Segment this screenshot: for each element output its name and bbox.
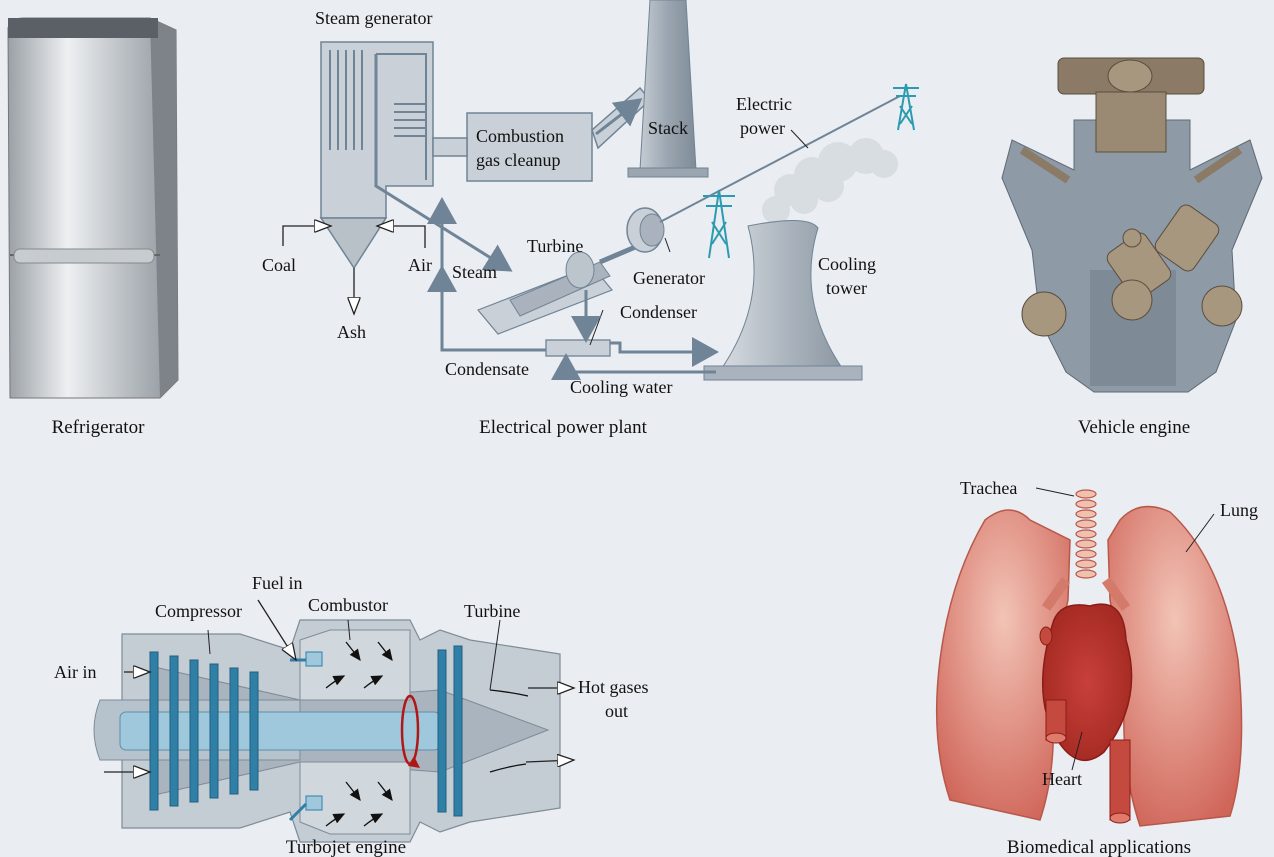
label-cooling-tower-line1: Cooling (818, 254, 876, 274)
label-trachea: Trachea (960, 478, 1017, 498)
label-stack: Stack (648, 118, 688, 138)
label-combustor: Combustor (308, 595, 388, 615)
vehicle-engine-caption: Vehicle engine (1078, 417, 1190, 438)
label-cooling-water: Cooling water (570, 377, 672, 397)
refrigerator-caption: Refrigerator (52, 417, 146, 438)
label-hot-gases-line1: Hot gases (578, 677, 649, 697)
label-combustion-line2: gas cleanup (476, 150, 560, 170)
steam-plume (762, 138, 898, 224)
label-cooling-tower-line2: tower (826, 278, 867, 298)
label-condensate: Condensate (445, 359, 529, 379)
label-air: Air (408, 255, 432, 275)
label-fuel-in: Fuel in (252, 573, 303, 593)
label-electric-line2: power (740, 118, 785, 138)
label-turbine: Turbine (527, 236, 583, 256)
biomedical-caption: Biomedical applications (1007, 837, 1191, 857)
label-ash: Ash (337, 322, 366, 342)
label-steam-generator: Steam generator (315, 8, 432, 28)
label-condenser: Condenser (620, 302, 697, 322)
biomedical-illustration (937, 490, 1242, 826)
label-electric-line1: Electric (736, 94, 792, 114)
label-coal: Coal (262, 255, 296, 275)
label-lung: Lung (1220, 500, 1258, 520)
turbojet-illustration (94, 600, 574, 842)
pylon-icon (893, 84, 919, 130)
label-compressor: Compressor (155, 601, 242, 621)
label-heart: Heart (1042, 769, 1082, 789)
pylon-icon (703, 190, 735, 258)
power-plant-caption: Electrical power plant (479, 417, 647, 438)
label-combustion-line1: Combustion (476, 126, 564, 146)
label-turbine-jet: Turbine (464, 601, 520, 621)
label-air-in: Air in (54, 662, 97, 682)
label-generator: Generator (633, 268, 705, 288)
label-steam: Steam (452, 262, 497, 282)
turbojet-caption: Turbojet engine (286, 837, 406, 857)
power-plant-illustration (283, 0, 919, 380)
label-hot-gases-line2: out (605, 701, 628, 721)
vehicle-engine-illustration (1002, 58, 1262, 392)
refrigerator-illustration (8, 18, 178, 398)
